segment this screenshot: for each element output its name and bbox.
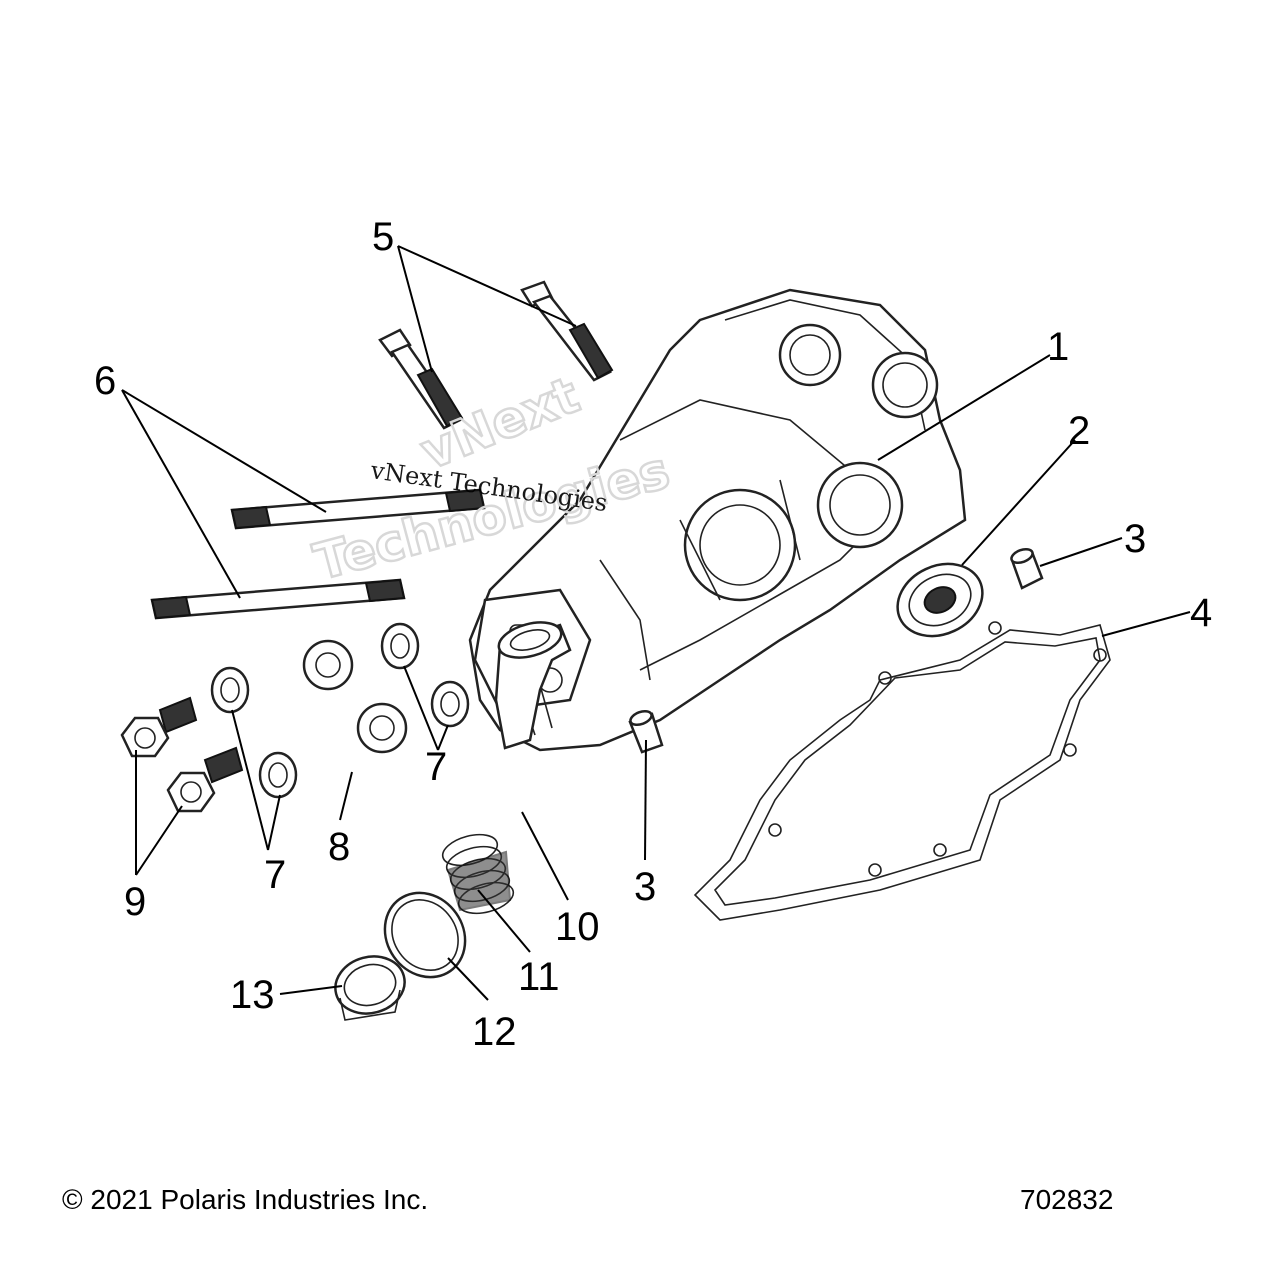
callout-5: 5 (372, 215, 394, 259)
callout-12: 12 (472, 1010, 517, 1054)
oil-filter-cap-part (494, 621, 572, 750)
callout-10: 10 (555, 905, 600, 949)
callout-1: 1 (1047, 325, 1069, 369)
gearcase-housing-part (468, 288, 967, 752)
callout-2: 2 (1068, 409, 1090, 453)
sealing-washer-part-2 (258, 751, 298, 799)
dowel-pin-part-upper (1010, 547, 1044, 590)
callout-8: 8 (328, 825, 350, 869)
callout-9: 9 (124, 880, 146, 924)
gasket-part (693, 621, 1111, 921)
sealing-washer-part-3 (380, 622, 420, 670)
callout-3-lower: 3 (634, 865, 656, 909)
o-ring-part (383, 891, 467, 979)
stud-part-upper (230, 488, 486, 530)
callout-7-left: 7 (264, 853, 286, 897)
banjo-bolt-part-lower (166, 746, 244, 813)
callout-13: 13 (230, 973, 275, 1017)
copyright-notice: © 2021 Polaris Industries Inc. (62, 1184, 429, 1215)
sealing-washer-part-1 (210, 666, 250, 714)
spring-part (441, 833, 515, 915)
flange-bolt-part-right (520, 280, 614, 382)
leader-lines (121, 245, 1191, 1001)
drain-plug-part (334, 955, 406, 1021)
dowel-pin-part-lower (628, 709, 664, 754)
callout-11: 11 (518, 955, 560, 999)
callout-3-upper: 3 (1124, 517, 1146, 561)
figure-number: 702832 (1020, 1184, 1114, 1215)
stud-part-lower (150, 578, 406, 620)
callout-6: 6 (94, 359, 116, 403)
banjo-bolt-part-upper (120, 696, 198, 758)
flange-bolt-part-left (378, 328, 464, 430)
bearing-part (896, 562, 984, 638)
callout-7-right: 7 (425, 745, 447, 789)
callout-4: 4 (1190, 591, 1212, 635)
oil-line-part (300, 639, 408, 786)
sealing-washer-part-4 (430, 680, 470, 728)
